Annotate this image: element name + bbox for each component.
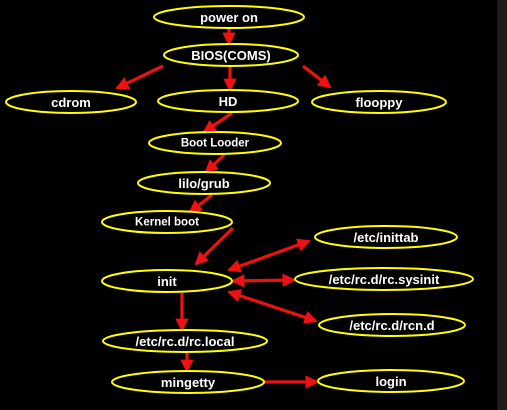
node-inittab: /etc/inittab — [314, 225, 458, 249]
node-shape-lilo-grub — [137, 171, 271, 195]
node-shape-rc-local — [102, 329, 268, 353]
node-boot-loader: Boot Looder — [148, 131, 282, 155]
node-label-rc-sysinit: /etc/rc.d/rc.sysinit — [329, 272, 440, 287]
node-rc-sysinit: /etc/rc.d/rc.sysinit — [294, 267, 474, 291]
node-label-hd: HD — [219, 94, 238, 109]
node-power-on: power on — [153, 5, 305, 29]
node-login: login — [317, 369, 465, 393]
node-shape-floppy — [311, 90, 447, 114]
node-label-floppy: flooppy — [356, 95, 404, 110]
node-label-boot-loader: Boot Looder — [181, 138, 250, 150]
node-label-cdrom: cdrom — [51, 95, 91, 110]
node-lilo-grub: lilo/grub — [137, 171, 271, 195]
node-shape-login — [317, 369, 465, 393]
arrow-lilo-grub-to-kernel-boot — [188, 193, 213, 214]
node-shape-power-on — [153, 5, 305, 29]
edges-layer — [115, 29, 332, 389]
node-label-lilo-grub: lilo/grub — [178, 176, 229, 191]
node-rcn-d: /etc/rc.d/rcn.d — [318, 313, 466, 337]
arrow-bios-to-cdrom — [115, 64, 164, 90]
node-label-bios: BIOS(COMS) — [191, 48, 270, 63]
node-hd: HD — [157, 89, 299, 113]
node-label-init: init — [157, 274, 177, 289]
arrow-boot-loader-to-lilo-grub — [204, 153, 226, 174]
arrow-bios-to-floppy — [302, 64, 332, 89]
node-cdrom: cdrom — [5, 90, 137, 114]
arrow-init-to-inittab — [227, 238, 311, 273]
node-bios: BIOS(COMS) — [163, 43, 299, 67]
arrow-init-to-rc-sysinit — [230, 273, 297, 288]
node-shape-bios — [163, 43, 299, 67]
node-shape-hd — [157, 89, 299, 113]
node-shape-mingetty — [111, 370, 265, 394]
node-shape-rcn-d — [318, 313, 466, 337]
node-label-kernel-boot: Kernel boot — [135, 217, 199, 229]
node-shape-inittab — [314, 225, 458, 249]
node-floppy: flooppy — [311, 90, 447, 114]
node-shape-init — [101, 269, 233, 293]
node-label-rc-local: /etc/rc.d/rc.local — [136, 334, 235, 349]
node-shape-kernel-boot — [101, 210, 233, 234]
node-label-login: login — [375, 374, 406, 389]
node-mingetty: mingetty — [111, 370, 265, 394]
right-frame-edge — [497, 0, 507, 410]
arrow-init-to-rcn-d — [227, 289, 318, 324]
node-label-rcn-d: /etc/rc.d/rcn.d — [349, 318, 434, 333]
node-label-power-on: power on — [200, 10, 258, 25]
node-shape-boot-loader — [148, 131, 282, 155]
arrow-kernel-boot-to-init — [194, 226, 235, 266]
node-rc-local: /etc/rc.d/rc.local — [102, 329, 268, 353]
node-shape-rc-sysinit — [294, 267, 474, 291]
node-label-inittab: /etc/inittab — [353, 230, 418, 245]
node-init: init — [101, 269, 233, 293]
arrow-hd-to-boot-loader — [202, 111, 233, 134]
node-kernel-boot: Kernel boot — [101, 210, 233, 234]
node-label-mingetty: mingetty — [161, 375, 216, 390]
node-shape-cdrom — [5, 90, 137, 114]
